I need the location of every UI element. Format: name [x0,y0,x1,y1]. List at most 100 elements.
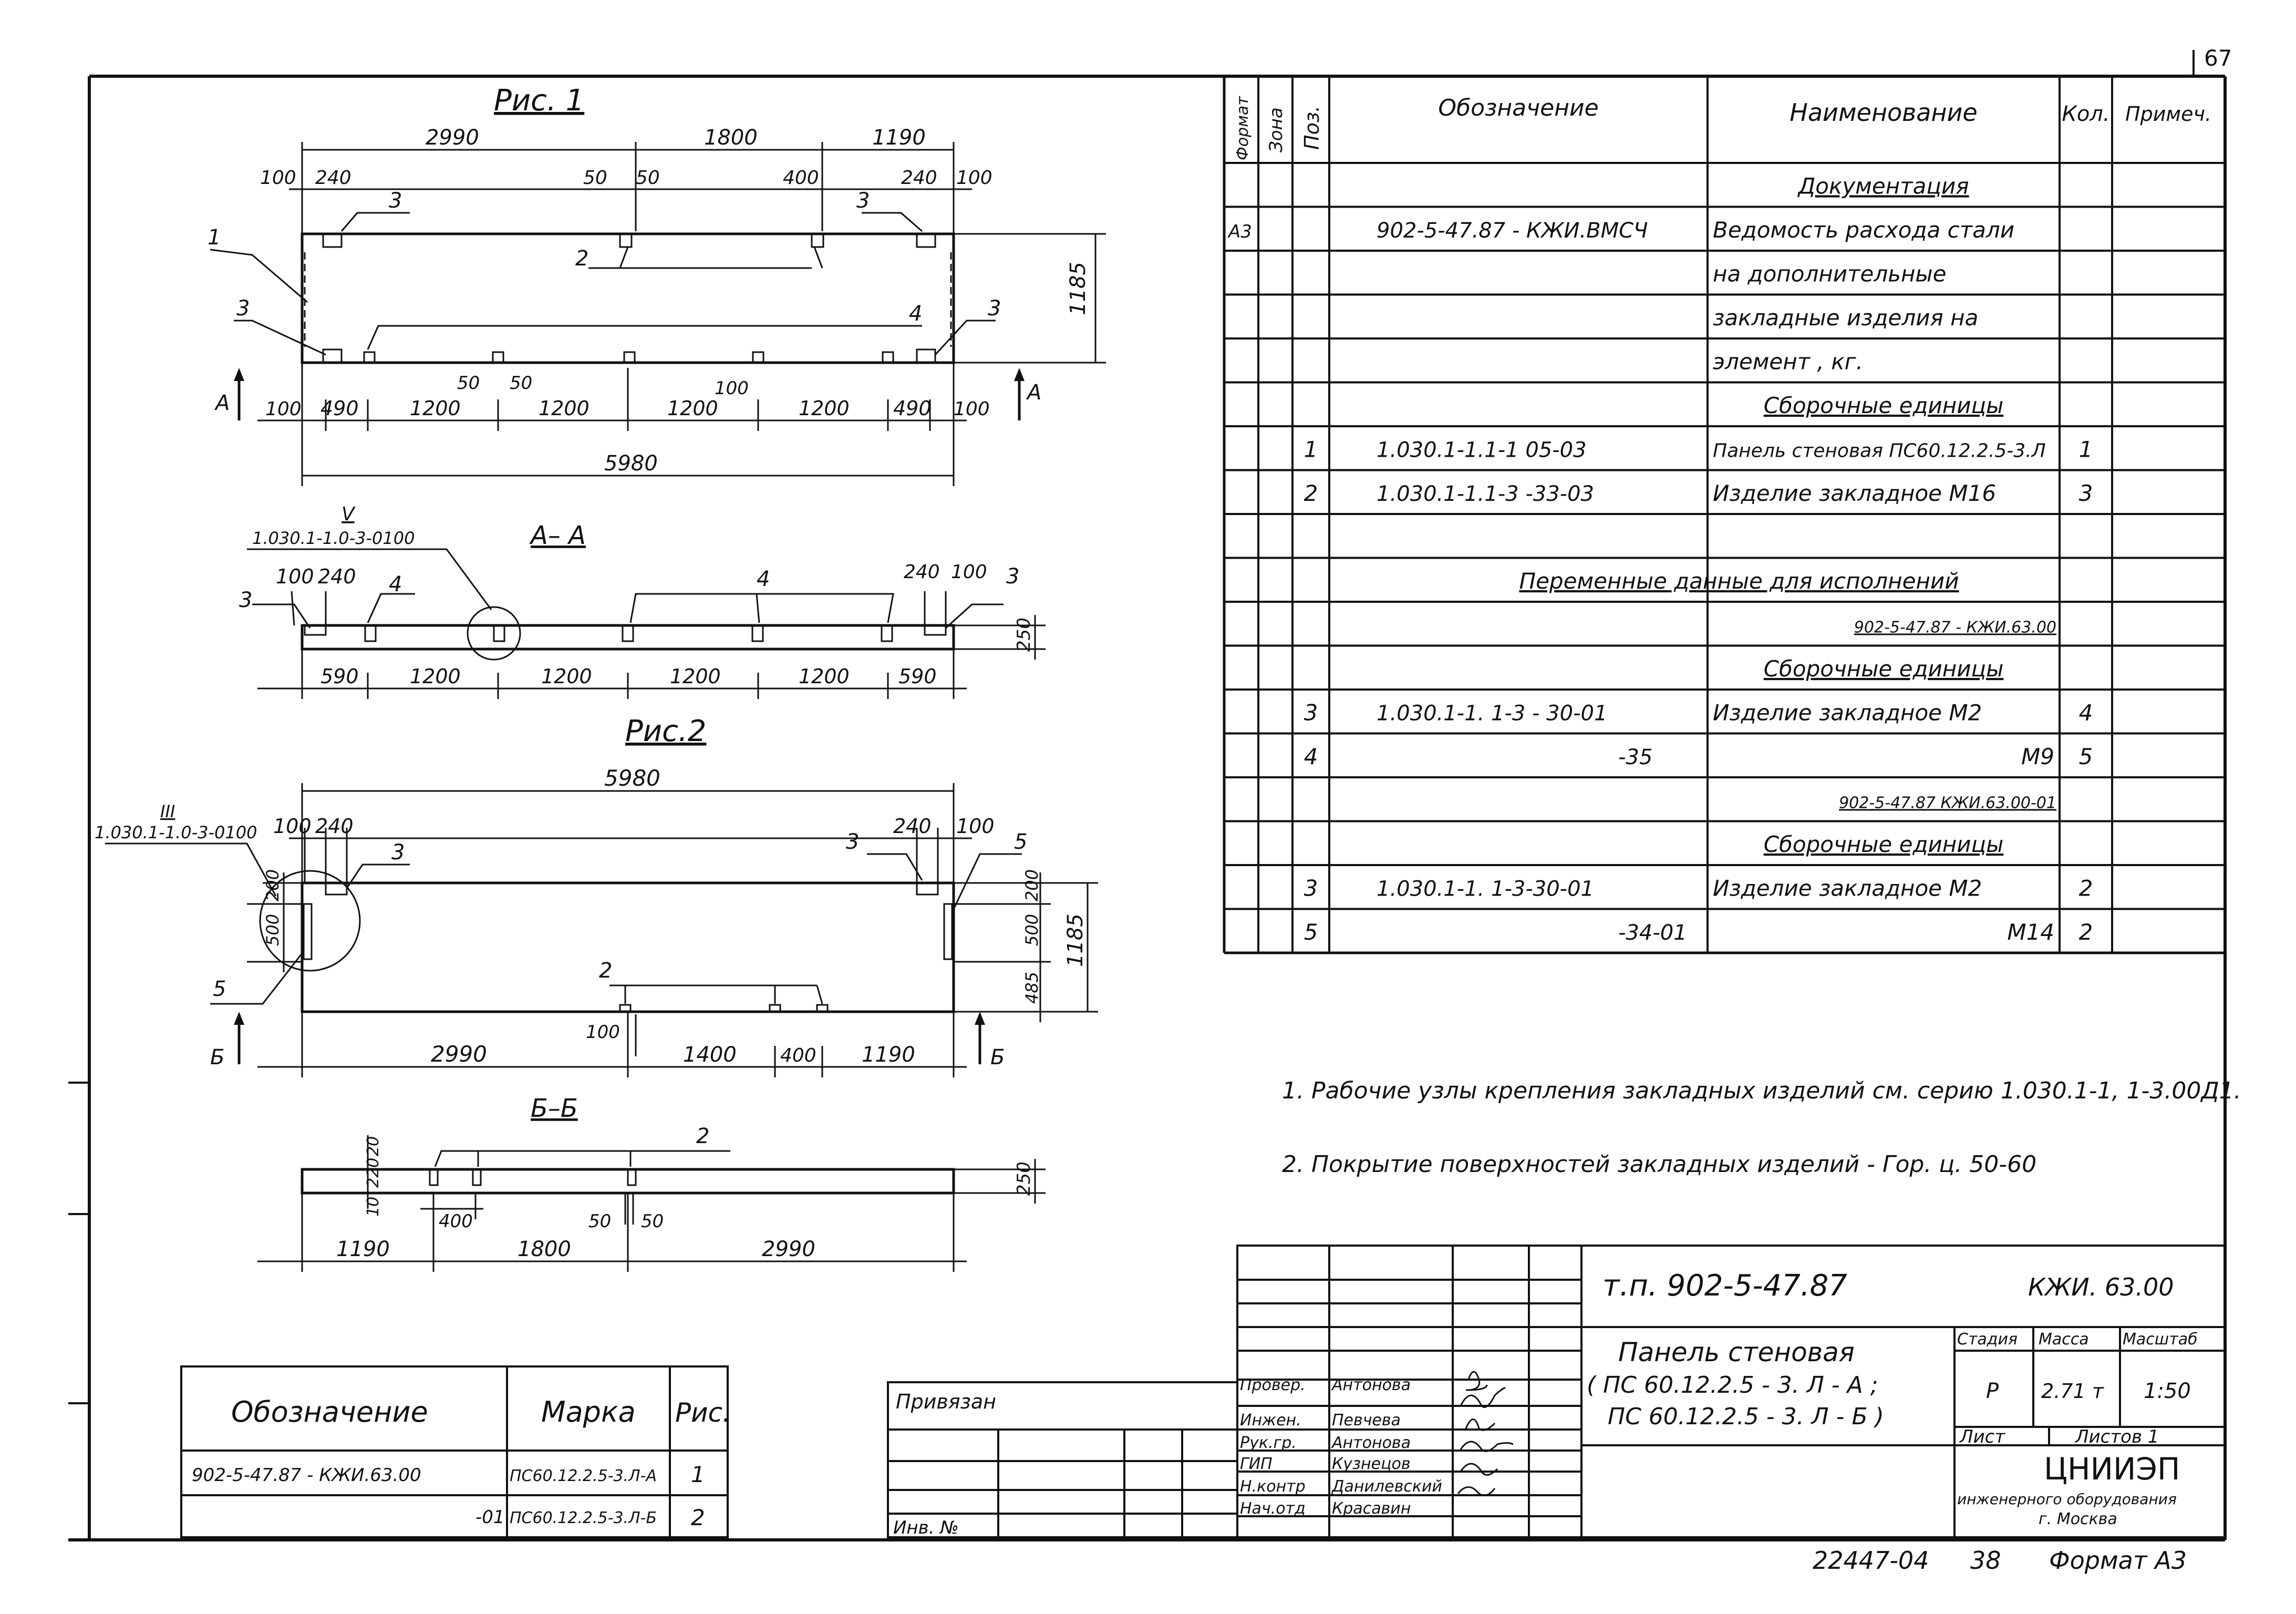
svg-text:Масштаб: Масштаб [2123,1330,2198,1349]
mark-table-text: Обозначение Марка Рис. 902-5-47.87 - КЖИ… [192,1395,731,1530]
svg-text:Масса: Масса [2039,1330,2089,1349]
signer-name: Певчева [1332,1411,1401,1430]
figure-1-title: Рис. 1 [494,84,584,118]
svg-text:3: 3 [239,588,252,612]
svg-text:240: 240 [904,561,940,583]
doc-name-2: ( ПС 60.12.2.5 - 3. Л - А ; [1587,1372,1878,1399]
signer-name: Кузнецов [1332,1455,1411,1473]
svg-text:3: 3 [846,830,859,854]
svg-text:100: 100 [951,561,987,583]
svg-text:240: 240 [315,815,354,838]
row-qty: 3 [2079,480,2093,506]
svg-text:3: 3 [988,296,1001,321]
col-header: Зона [1266,107,1287,152]
svg-text:10: 10 [364,1197,382,1217]
svg-text:500: 500 [1022,914,1042,946]
svg-text:1200: 1200 [799,397,850,420]
binding-text: Привязан Инв. № [893,1390,996,1538]
format-label: Формат А3 [2049,1546,2187,1575]
svg-text:590: 590 [320,665,359,688]
title-block-text: т.п. 902-5-47.87 КЖИ. 63.00 Панель стено… [1240,1269,2198,1528]
project-code: т.п. 902-5-47.87 [1602,1269,1847,1303]
note-2: 2. Покрытие поверхностей закладных издел… [1282,1151,2036,1178]
signer-name: Данилевский [1331,1477,1442,1496]
figure-2-title: Рис.2 [625,714,706,748]
signer-role: Н.контр [1240,1477,1306,1496]
signer-role: Инжен. [1240,1411,1301,1430]
notes: 1. Рабочие узлы крепления закладных изде… [1282,1077,2241,1178]
svg-text:1:50: 1:50 [2144,1379,2191,1403]
svg-text:220: 220 [364,1158,382,1188]
svg-text:490: 490 [893,397,932,420]
section-bb-labels: Б–Б 2 20 220 10 250 400 50 50 1190 1800 … [336,1094,1035,1261]
variable-data-header: Переменные данные для исполнений [1519,568,1959,594]
svg-text:100: 100 [586,1022,620,1043]
signatures [1457,1371,1514,1496]
svg-text:100: 100 [956,815,995,838]
section-aa [247,548,1046,699]
svg-text:3: 3 [389,189,402,213]
row-qty: 2 [2079,875,2093,901]
svg-text:500: 500 [263,914,283,946]
row-name: Ведомость расхода стали [1713,217,2014,243]
svg-text:2: 2 [599,959,612,983]
svg-text:Обозначение: Обозначение [231,1395,428,1428]
svg-text:инженерного оборудования: инженерного оборудования [1957,1490,2177,1508]
svg-text:г. Москва: г. Москва [2039,1510,2117,1528]
svg-text:240: 240 [901,167,937,189]
svg-text:20: 20 [364,1136,382,1156]
svg-text:3: 3 [1006,564,1019,589]
col-header: Наименование [1790,98,1977,127]
svg-text:Инв. №: Инв. № [893,1517,959,1538]
row-pos: 2 [1304,480,1318,506]
row-pos: 5 [1304,919,1318,945]
svg-text:902-5-47.87 - КЖИ.63.00: 902-5-47.87 - КЖИ.63.00 [192,1465,421,1486]
col-header: Примеч. [2125,102,2211,126]
svg-text:1190: 1190 [862,1043,915,1067]
svg-text:-01: -01 [475,1507,505,1528]
row-code: 902-5-47.87 - КЖИ.ВМСЧ [1377,219,1648,243]
page-number: 67 [2204,45,2232,71]
svg-text:490: 490 [320,397,359,420]
row-code: 1.030.1-1. 1-3-30-01 [1377,877,1594,901]
col-header: Кол. [2062,102,2109,126]
signer-name: Антонова [1331,1434,1411,1452]
svg-text:2: 2 [575,246,588,271]
svg-text:1200: 1200 [799,665,850,688]
svg-text:А: А [1026,381,1041,405]
title-block [1236,1245,2226,1538]
doc-name-1: Панель стеновая [1618,1337,1855,1368]
row-name: Панель стеновая ПС60.12.2.5-3.Л [1713,440,2046,461]
row-pos: 3 [1304,700,1318,725]
svg-text:2990: 2990 [762,1237,815,1261]
svg-text:200: 200 [263,869,283,901]
note-1: 1. Рабочие узлы крепления закладных изде… [1282,1077,2241,1104]
svg-text:1800: 1800 [704,126,758,150]
row-qty: 4 [2079,700,2093,725]
svg-text:400: 400 [783,167,819,189]
row-name: 902-5-47.87 - КЖИ.63.00 [1854,618,2056,636]
section-aa-title: А– А [529,521,586,550]
svg-text:5: 5 [1014,830,1027,854]
svg-text:1200: 1200 [410,397,461,420]
drawing-number: 22447-04 [1813,1546,1929,1575]
row-name: закладные изделия на [1713,305,1978,331]
svg-text:100: 100 [715,378,749,399]
svg-text:4: 4 [909,302,922,326]
svg-text:5: 5 [213,977,226,1001]
svg-text:2990: 2990 [426,126,479,150]
figure-1-labels: Рис. 1 2990 1800 1190 100 240 50 50 400 … [208,84,1090,476]
svg-text:400: 400 [780,1045,816,1066]
svg-text:240: 240 [315,167,351,189]
row-code: 1.030.1-1.1-3 -33-03 [1377,482,1594,506]
svg-text:Лист: Лист [1959,1426,2005,1447]
svg-text:5980: 5980 [604,451,658,476]
row-format: А3 [1227,221,1252,242]
row-name: Изделие закладное М2 [1713,700,1982,725]
svg-text:Б: Б [990,1045,1005,1070]
row-pos: 1 [1304,436,1318,462]
svg-text:2990: 2990 [431,1041,487,1067]
row-name: М9 [2021,744,2054,769]
row-pos: 4 [1304,744,1318,769]
svg-text:2: 2 [696,1124,709,1148]
